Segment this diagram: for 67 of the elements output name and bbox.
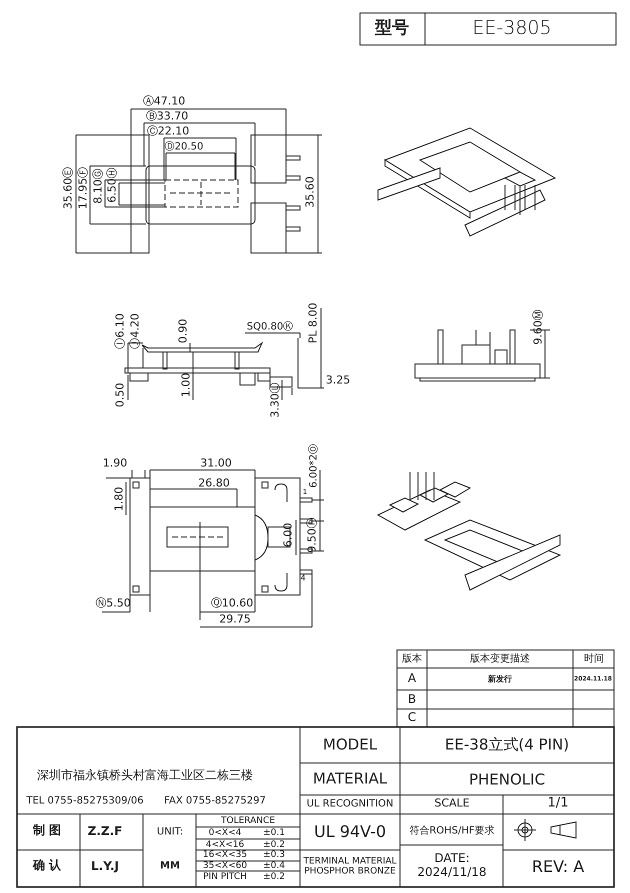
table-text: ±0.1	[263, 828, 285, 838]
table-text: 版本	[402, 653, 422, 665]
dimension-label: 3.30Ⓛ	[270, 382, 282, 418]
dimension-label: 1.00	[180, 372, 194, 398]
dimension-label: 8.10Ⓖ	[92, 168, 106, 204]
table-text: 1/1	[548, 796, 568, 812]
table-text: SCALE	[434, 798, 470, 810]
table-text: DATE: 2024/11/18	[416, 852, 488, 880]
table-text: 4<X<16	[206, 840, 244, 850]
table-text: EE-38立式(4 PIN)	[444, 736, 570, 754]
dimension-label: 26.80	[198, 478, 230, 490]
dimension-label: Ⓑ33.70	[146, 110, 188, 124]
table-text: PHENOLIC	[468, 771, 546, 789]
dimension-label: SQ0.80Ⓚ	[246, 321, 294, 333]
dimension-label: Ⓠ10.60	[210, 598, 254, 610]
dimension-label: 3.25	[326, 374, 350, 388]
dimension-label: 17.95Ⓕ	[78, 166, 90, 210]
table-text: 确 认	[32, 859, 62, 873]
model-number: EE-3805	[472, 18, 552, 40]
phone-number: TEL 0755-85275309/06	[26, 795, 144, 807]
dimension-label: 0.50	[114, 382, 128, 408]
dimension-label: Ⓓ20.50	[164, 141, 204, 153]
dimension-label: 9.60Ⓜ	[532, 309, 546, 345]
dimension-label: 35.60Ⓔ	[62, 166, 76, 210]
table-text: B	[408, 693, 416, 707]
header-text: 型号	[375, 19, 409, 39]
table-text: ±0.2	[263, 872, 285, 882]
table-text: ±0.3	[263, 850, 285, 860]
table-text: MM	[160, 860, 180, 872]
table-text: TERMINAL MATERIAL PHOSPHOR BRONZE	[302, 856, 398, 878]
table-text: 制 图	[32, 824, 62, 838]
table-text: PIN PITCH	[203, 872, 247, 882]
table-text: A	[408, 672, 416, 686]
address-text: 深圳市福永镇桥头村富海工业区二栋三楼	[37, 769, 253, 783]
table-text: Z.Z.F	[88, 825, 122, 839]
dimension-label: 35.60	[304, 176, 318, 208]
table-text: MODEL	[322, 736, 378, 754]
table-text: REV: A	[532, 858, 584, 876]
dimension-label: 1.80	[114, 486, 126, 512]
table-text: L.Y.J	[91, 860, 119, 874]
table-text: 16<X<35	[202, 850, 248, 860]
dimension-label: PL 8.00	[308, 302, 320, 344]
dimension-label: 31.00	[200, 458, 232, 470]
dimension-label: Ⓘ6.10	[114, 313, 128, 349]
table-text: UL 94V-0	[314, 822, 386, 842]
table-text: UNIT:	[156, 826, 184, 838]
table-text: 版本变更描述	[470, 653, 530, 665]
table-text: 35<X<60	[202, 860, 248, 872]
fax-number: FAX 0755-85275297	[164, 795, 266, 807]
table-text: 新发行	[488, 674, 512, 684]
dimension-label: 6.00*2Ⓞ	[308, 444, 320, 488]
dimension-label: 1.90	[102, 458, 128, 470]
table-text: UL RECOGNITION	[306, 798, 394, 810]
dimension-label: Ⓝ5.50	[95, 598, 131, 610]
dimension-label: 29.75	[219, 614, 251, 626]
dimension-label: Ⓒ22.10	[146, 126, 190, 138]
dimension-label: 0.90	[178, 318, 190, 344]
table-text: ±0.4	[263, 860, 285, 872]
pin-number: 4	[300, 573, 306, 583]
table-text: MATERIAL	[312, 770, 388, 788]
table-text: 时间	[584, 653, 604, 665]
table-text: 0<X<4	[208, 828, 242, 838]
table-text: 符合ROHS/HF要求	[409, 825, 495, 837]
dimension-label: Ⓐ47.10	[142, 96, 186, 108]
table-text: TOLERANCE	[220, 816, 276, 826]
table-text: ±0.2	[263, 840, 285, 850]
table-text: C	[408, 711, 416, 725]
